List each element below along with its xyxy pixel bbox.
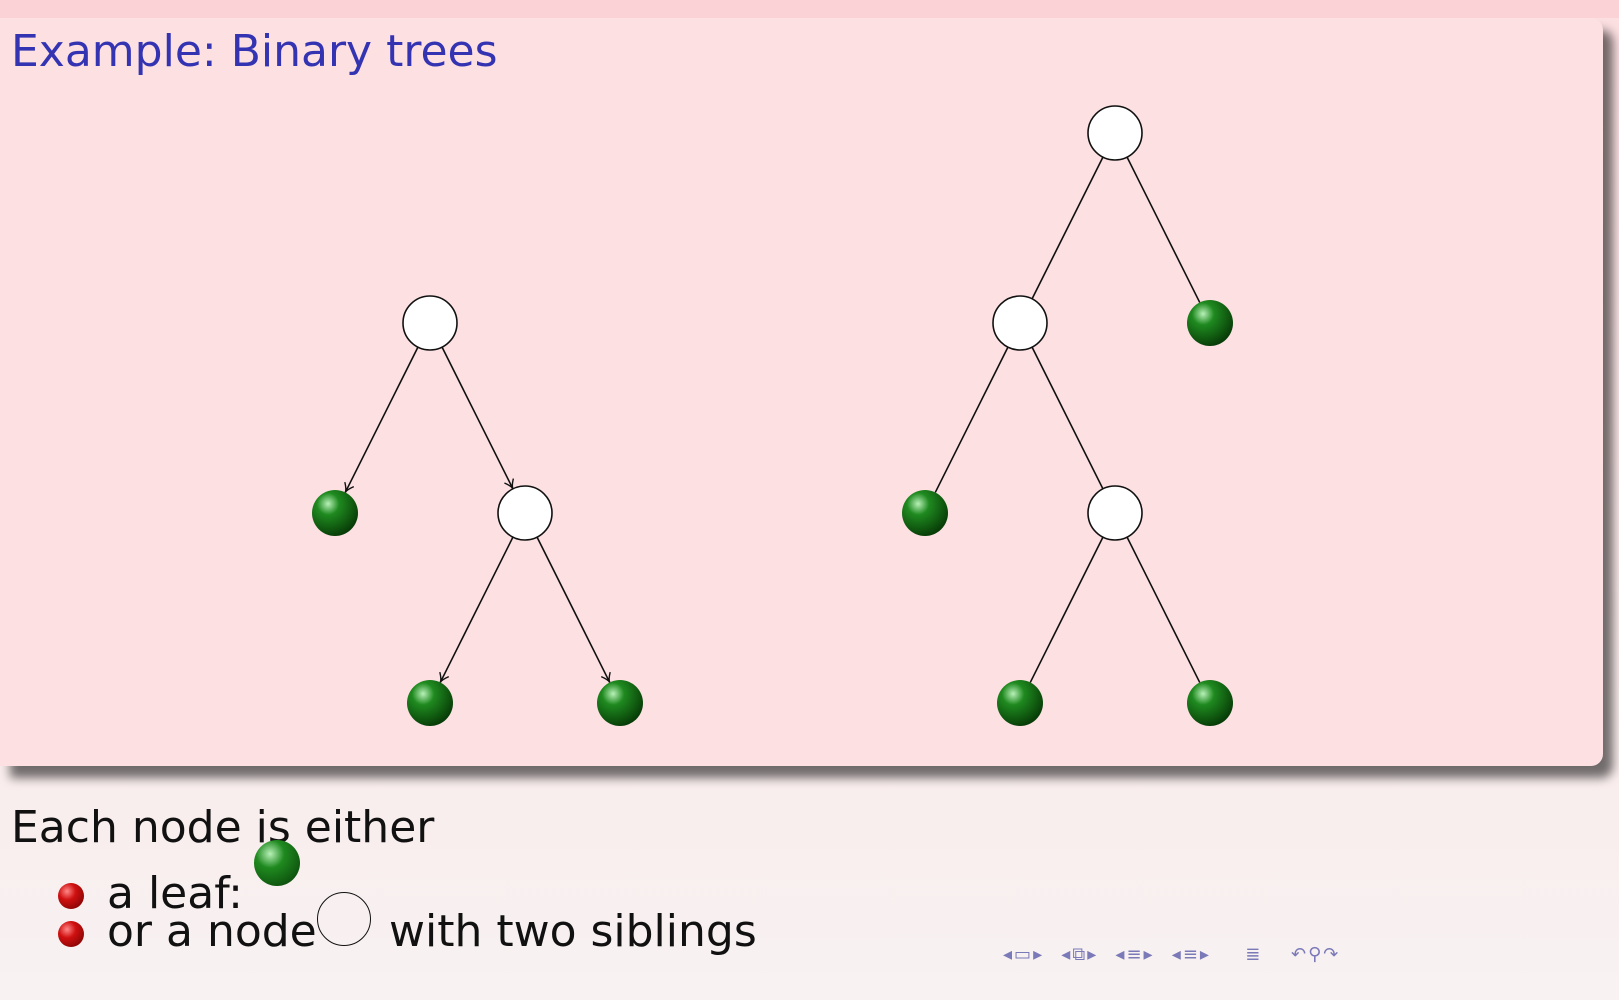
search-icon[interactable]: ⚲ — [1308, 944, 1322, 965]
frame-title: Example: Binary trees — [11, 26, 498, 77]
left-tree-arrowhead — [439, 671, 450, 683]
align-icon[interactable]: ≣ — [1245, 944, 1261, 965]
right-tree-edge — [934, 346, 1009, 493]
back-icon[interactable]: ↶ — [1291, 944, 1307, 965]
left-tree-node — [402, 295, 458, 351]
arrow-left-icon[interactable]: ◂ — [1061, 944, 1071, 965]
section-icon[interactable]: ≡ — [1126, 944, 1142, 965]
arrow-right-icon[interactable]: ▸ — [1143, 944, 1153, 965]
right-tree-node — [1087, 105, 1143, 161]
right-tree-edge — [1126, 156, 1201, 303]
bullet-icon — [58, 883, 84, 909]
right-tree-leaf — [902, 490, 948, 536]
beamer-navigation: ◂▭▸ ◂⧉▸ ◂≡▸ ◂≡▸ ≣ ↶⚲↷ — [1003, 944, 1340, 968]
left-tree-leaf — [597, 680, 643, 726]
forward-icon[interactable]: ↷ — [1323, 944, 1339, 965]
example-block — [0, 18, 1603, 766]
right-tree-edge — [1031, 346, 1104, 490]
left-tree-edge — [536, 536, 611, 683]
left-tree-node — [497, 485, 553, 541]
node-symbol-icon — [317, 892, 371, 946]
arrow-left-icon[interactable]: ◂ — [1115, 944, 1125, 965]
frame-icon[interactable]: ▭ — [1014, 944, 1032, 965]
leaf-label: a leaf: — [107, 868, 243, 919]
right-tree-node — [992, 295, 1048, 351]
left-tree-edge — [441, 346, 514, 490]
left-tree-arrowhead — [344, 481, 355, 493]
right-tree-leaf — [997, 680, 1043, 726]
node-suffix-label: with two siblings — [389, 906, 757, 957]
right-tree-edge — [1031, 156, 1104, 300]
subsection-icon[interactable]: ⧉ — [1072, 944, 1086, 965]
left-tree-edge — [439, 536, 514, 683]
toc-icon[interactable]: ≡ — [1182, 944, 1198, 965]
left-tree-arrowhead — [600, 671, 611, 683]
bullet-icon — [58, 921, 84, 947]
left-tree-edge — [344, 346, 419, 493]
arrow-left-icon[interactable]: ◂ — [1171, 944, 1181, 965]
right-tree-edge — [1029, 536, 1104, 683]
right-tree-node — [1087, 485, 1143, 541]
leaf-symbol-icon — [254, 840, 300, 886]
right-tree-leaf — [1187, 680, 1233, 726]
left-tree-leaf — [407, 680, 453, 726]
right-tree-leaf — [1187, 300, 1233, 346]
arrow-right-icon[interactable]: ▸ — [1199, 944, 1209, 965]
top-bar — [0, 0, 1619, 18]
arrow-left-icon[interactable]: ◂ — [1003, 944, 1013, 965]
arrow-right-icon[interactable]: ▸ — [1087, 944, 1097, 965]
node-label: or a node — [107, 906, 317, 957]
arrow-right-icon[interactable]: ▸ — [1033, 944, 1043, 965]
left-tree-leaf — [312, 490, 358, 536]
intro-text: Each node is either — [11, 802, 435, 853]
right-tree-edge — [1126, 536, 1201, 683]
